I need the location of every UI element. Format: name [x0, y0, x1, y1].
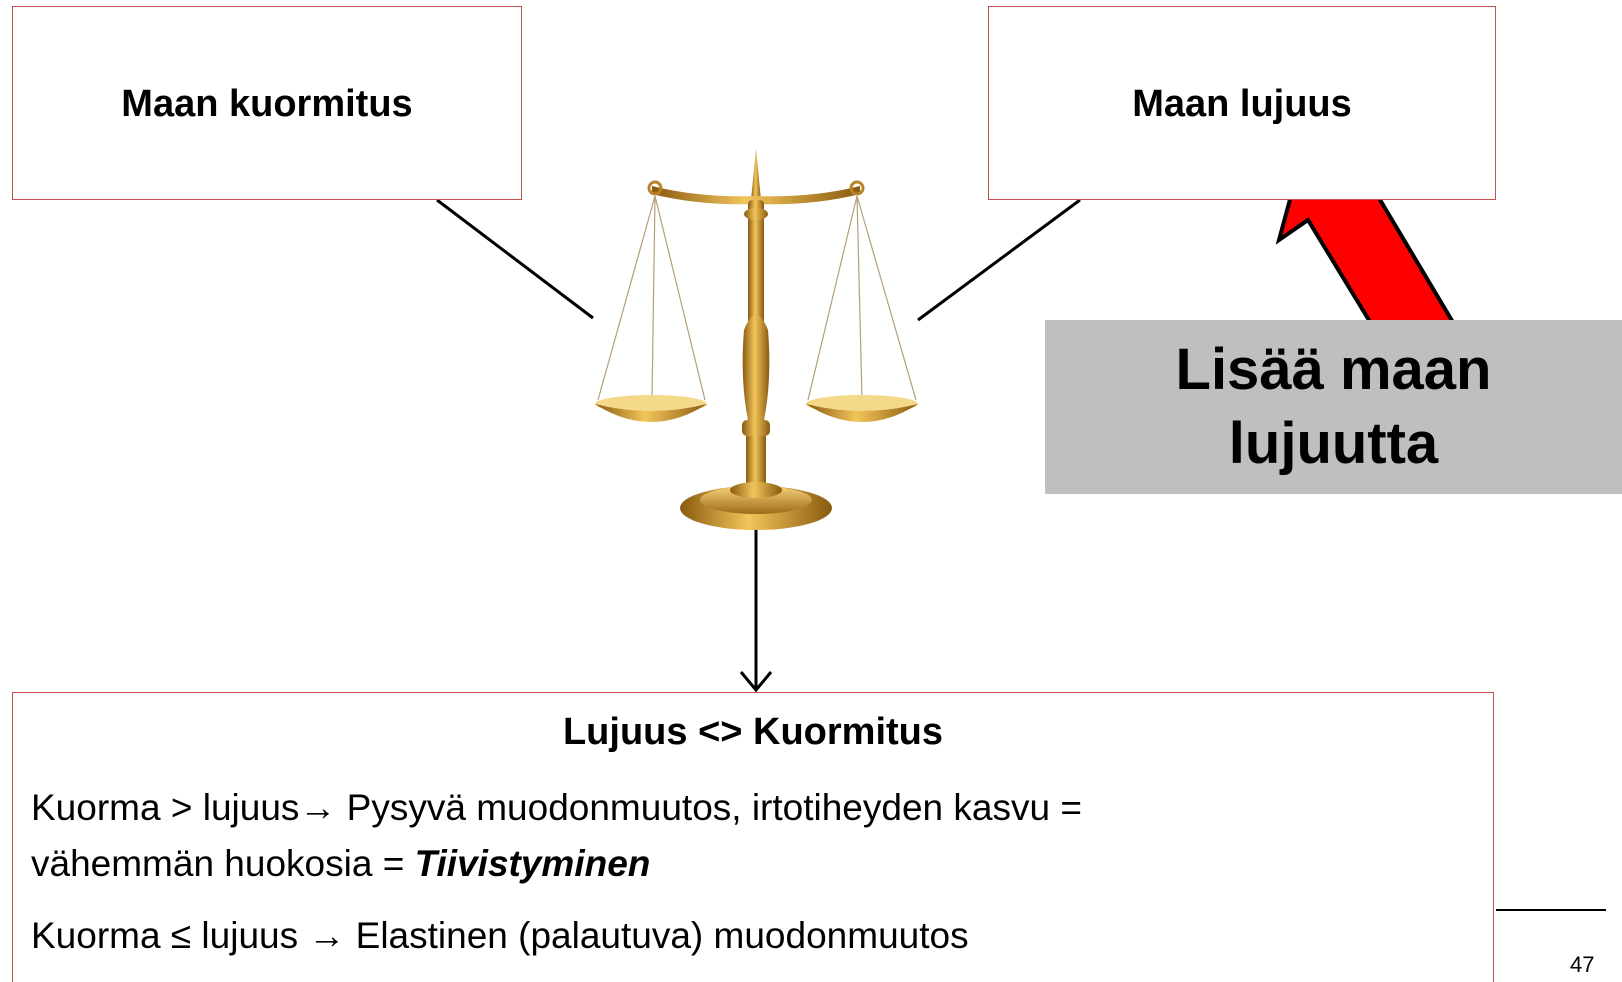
- callout-line-2: lujuutta: [1228, 411, 1439, 476]
- load-box: Maan kuormitus: [12, 6, 522, 200]
- down-arrow: [739, 528, 773, 693]
- arrow-right-icon: →: [308, 915, 346, 956]
- result-title: Lujuus <> Kuormitus: [562, 711, 944, 753]
- line2-emphasis: Tiivistyminen: [414, 843, 651, 884]
- line1-rest: Pysyvä muodonmuutos, irtotiheyden kasvu …: [336, 787, 1082, 828]
- line2-lead: vähemmän huokosia =: [31, 843, 415, 884]
- callout-line-1: Lisää maan: [1175, 337, 1492, 402]
- result-line-1: Kuorma > lujuus→ Pysyvä muodonmuutos, ir…: [31, 787, 1082, 829]
- connector-strength: [917, 198, 1081, 322]
- connector-load: [436, 198, 594, 320]
- strength-box: Maan lujuus: [988, 6, 1496, 200]
- balance-scale-icon: [595, 148, 918, 530]
- line3-rest: Elastinen (palautuva) muodonmuutos: [345, 915, 969, 956]
- callout-increase-strength: Lisää maan lujuutta: [1045, 320, 1622, 494]
- page-number: 47: [1570, 952, 1595, 977]
- result-box: Lujuus <> Kuormitus Kuorma > lujuus→ Pys…: [12, 692, 1494, 982]
- strength-title: Maan lujuus: [1132, 83, 1352, 125]
- result-line-3: Kuorma ≤ lujuus → Elastinen (palautuva) …: [31, 915, 969, 957]
- load-title: Maan kuormitus: [121, 83, 413, 125]
- arrow-right-icon: →: [299, 787, 337, 828]
- line3-lead: Kuorma ≤ lujuus: [31, 915, 309, 956]
- result-line-2: vähemmän huokosia = Tiivistyminen: [31, 843, 650, 885]
- line1-lead: Kuorma > lujuus: [31, 787, 300, 828]
- footer-rule: [1496, 909, 1606, 911]
